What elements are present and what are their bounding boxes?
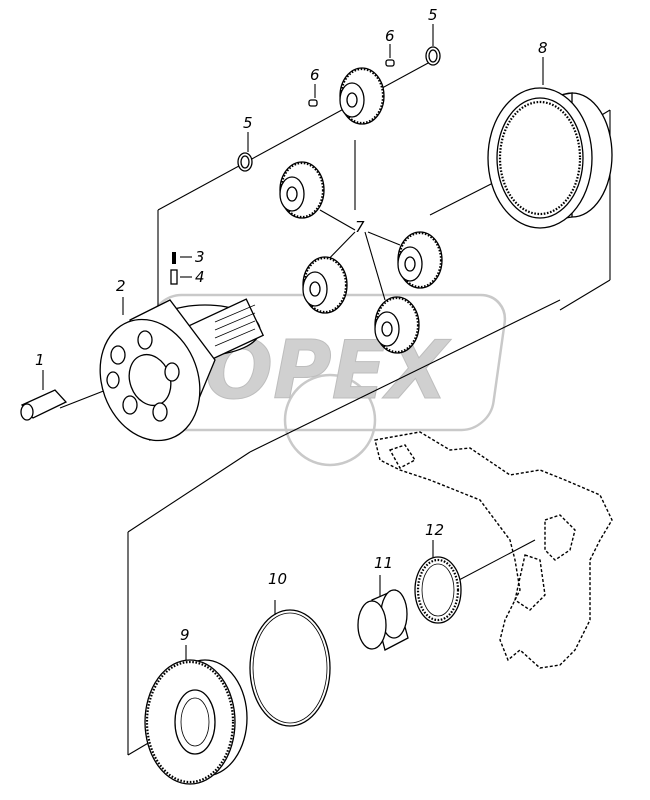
callout-7: 7 <box>355 218 365 236</box>
part-11-bushing <box>357 589 409 651</box>
callout-12: 12 <box>425 521 444 539</box>
callout-10: 10 <box>268 570 287 588</box>
callout-leaders <box>42 24 544 660</box>
part-1-pin <box>20 389 68 421</box>
part-6-pin-lower <box>308 99 318 107</box>
housing-outline <box>374 431 613 669</box>
part-12-ring <box>414 556 462 624</box>
callout-2: 2 <box>116 277 126 295</box>
callouts: 1 2 3 4 5 5 6 6 7 8 9 10 11 12 <box>35 6 548 644</box>
callout-5-lower: 5 <box>243 114 253 132</box>
part-7-planet-gear-2 <box>279 161 325 219</box>
callout-8: 8 <box>538 39 548 57</box>
callout-11: 11 <box>374 554 393 572</box>
part-3-pin <box>172 252 176 264</box>
part-8-ring-gear <box>487 87 613 229</box>
part-6-pin-upper <box>385 59 395 67</box>
watermark: OPEX <box>136 293 507 467</box>
part-9-gear <box>144 659 248 785</box>
part-7-planet-gear-1 <box>339 67 385 125</box>
part-5-washer-lower <box>237 152 253 172</box>
part-7-planet-gear-4 <box>302 256 348 314</box>
part-7-planet-gear-5 <box>374 296 420 354</box>
part-2-planet-carrier <box>99 298 265 442</box>
part-10-snap-ring <box>249 609 331 727</box>
callout-6-upper: 6 <box>385 27 395 45</box>
watermark-text: OPEX <box>205 324 451 417</box>
callout-3: 3 <box>195 248 205 266</box>
callout-5-upper: 5 <box>428 6 438 24</box>
callout-1: 1 <box>35 351 45 369</box>
part-4-pin <box>170 269 178 285</box>
callout-4: 4 <box>195 268 205 286</box>
part-5-washer-upper <box>425 46 441 66</box>
callout-9: 9 <box>180 626 190 644</box>
part-7-planet-gear-3 <box>397 231 443 289</box>
callout-6-lower: 6 <box>310 66 320 84</box>
